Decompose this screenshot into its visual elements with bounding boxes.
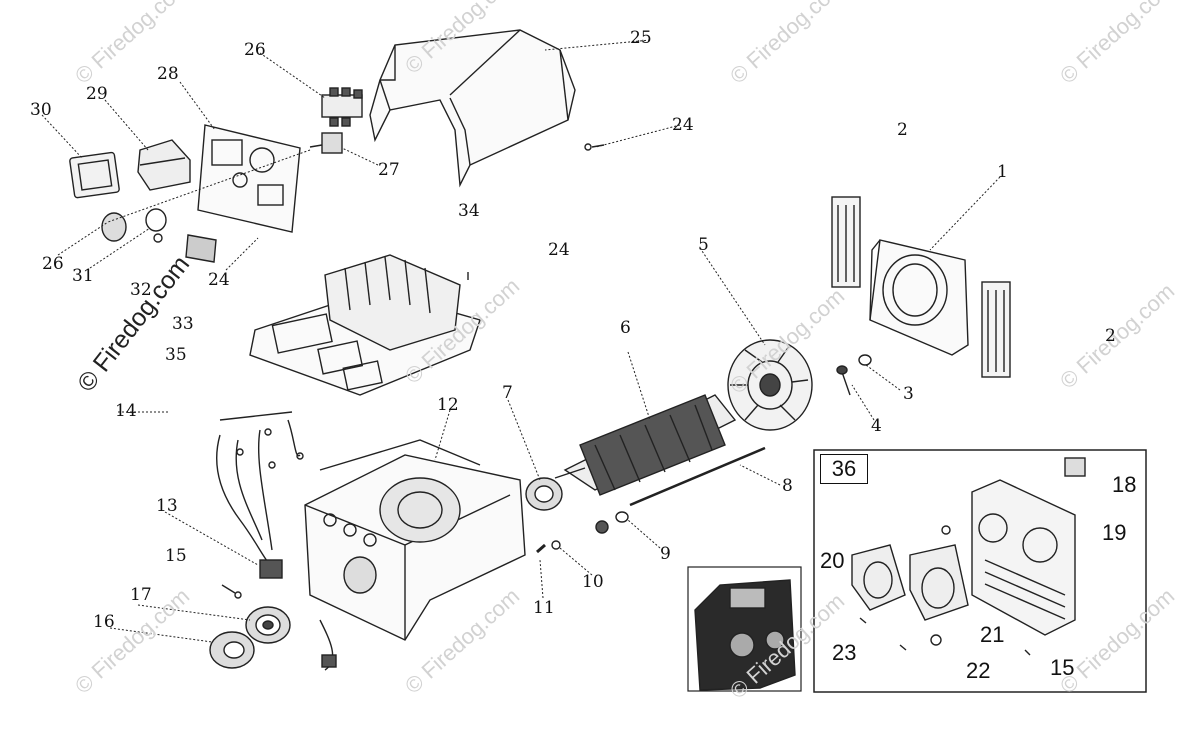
callout-22: 22 xyxy=(966,658,991,683)
callout-34: 34 xyxy=(458,201,480,221)
callout-23: 23 xyxy=(832,640,857,665)
callout-5: 5 xyxy=(698,235,709,255)
rotor-part xyxy=(554,394,737,496)
callout-12: 12 xyxy=(437,395,459,415)
knob-part xyxy=(101,208,167,243)
callout-1: 1 xyxy=(997,162,1008,182)
callout-17: 17 xyxy=(130,585,152,605)
rotary-switch-part xyxy=(321,87,363,127)
tie-rod-part xyxy=(629,446,766,507)
callout-16: 16 xyxy=(93,612,115,632)
small-plate-part xyxy=(185,234,217,263)
callout-31: 31 xyxy=(72,266,94,286)
control-board-part xyxy=(249,254,481,396)
callout-21: 21 xyxy=(980,622,1005,647)
fastener-part xyxy=(536,511,629,554)
callout-33: 33 xyxy=(172,314,194,334)
main-frame-part xyxy=(304,439,526,671)
display-cover-part xyxy=(69,151,120,199)
fan-part xyxy=(727,339,813,431)
screw-part xyxy=(584,143,605,151)
top-cover-part xyxy=(369,29,576,188)
product-photo-inset xyxy=(687,566,802,692)
callout-2: 2 xyxy=(1105,326,1116,346)
callout-27: 27 xyxy=(378,160,400,180)
bearing-part xyxy=(525,477,563,511)
bolt-part xyxy=(836,354,872,396)
callout-26: 26 xyxy=(42,254,64,274)
callout-8: 8 xyxy=(782,476,793,496)
front-panel-part xyxy=(197,124,301,233)
switch-knob-part xyxy=(309,132,343,154)
kit-label: 36 xyxy=(820,454,868,484)
callout-15: 15 xyxy=(165,546,187,566)
meter-module-part xyxy=(137,139,191,191)
leader-lines xyxy=(41,39,1001,643)
callout-24: 24 xyxy=(548,240,570,260)
callout-3: 3 xyxy=(903,384,914,404)
callout-20: 20 xyxy=(820,548,845,573)
callout-10: 10 xyxy=(582,572,604,592)
callout-35: 35 xyxy=(165,345,187,365)
callout-25: 25 xyxy=(630,28,652,48)
callout-18: 18 xyxy=(1112,472,1137,497)
wiring-harness-part xyxy=(216,411,304,579)
callout-6: 6 xyxy=(620,318,631,338)
callout-11: 11 xyxy=(533,598,555,618)
callout-29: 29 xyxy=(86,84,108,104)
callout-28: 28 xyxy=(157,64,179,84)
callout-13: 13 xyxy=(156,496,178,516)
callout-4: 4 xyxy=(871,416,882,436)
end-bracket-part xyxy=(869,239,969,356)
callout-9: 9 xyxy=(660,544,671,564)
callout-19: 19 xyxy=(1102,520,1127,545)
callout-24: 24 xyxy=(672,115,694,135)
callout-24: 24 xyxy=(208,270,230,290)
callout-2: 2 xyxy=(897,120,908,140)
callout-30: 30 xyxy=(30,100,52,120)
callout-26: 26 xyxy=(244,40,266,60)
callout-7: 7 xyxy=(502,383,513,403)
screw-part xyxy=(221,584,242,599)
kit-36-panel xyxy=(813,449,1147,693)
callout-14: 14 xyxy=(115,401,137,421)
vent-grille-part xyxy=(831,196,1011,378)
callout-15: 15 xyxy=(1050,655,1075,680)
callout-32: 32 xyxy=(130,280,152,300)
pulley-part xyxy=(209,606,291,669)
